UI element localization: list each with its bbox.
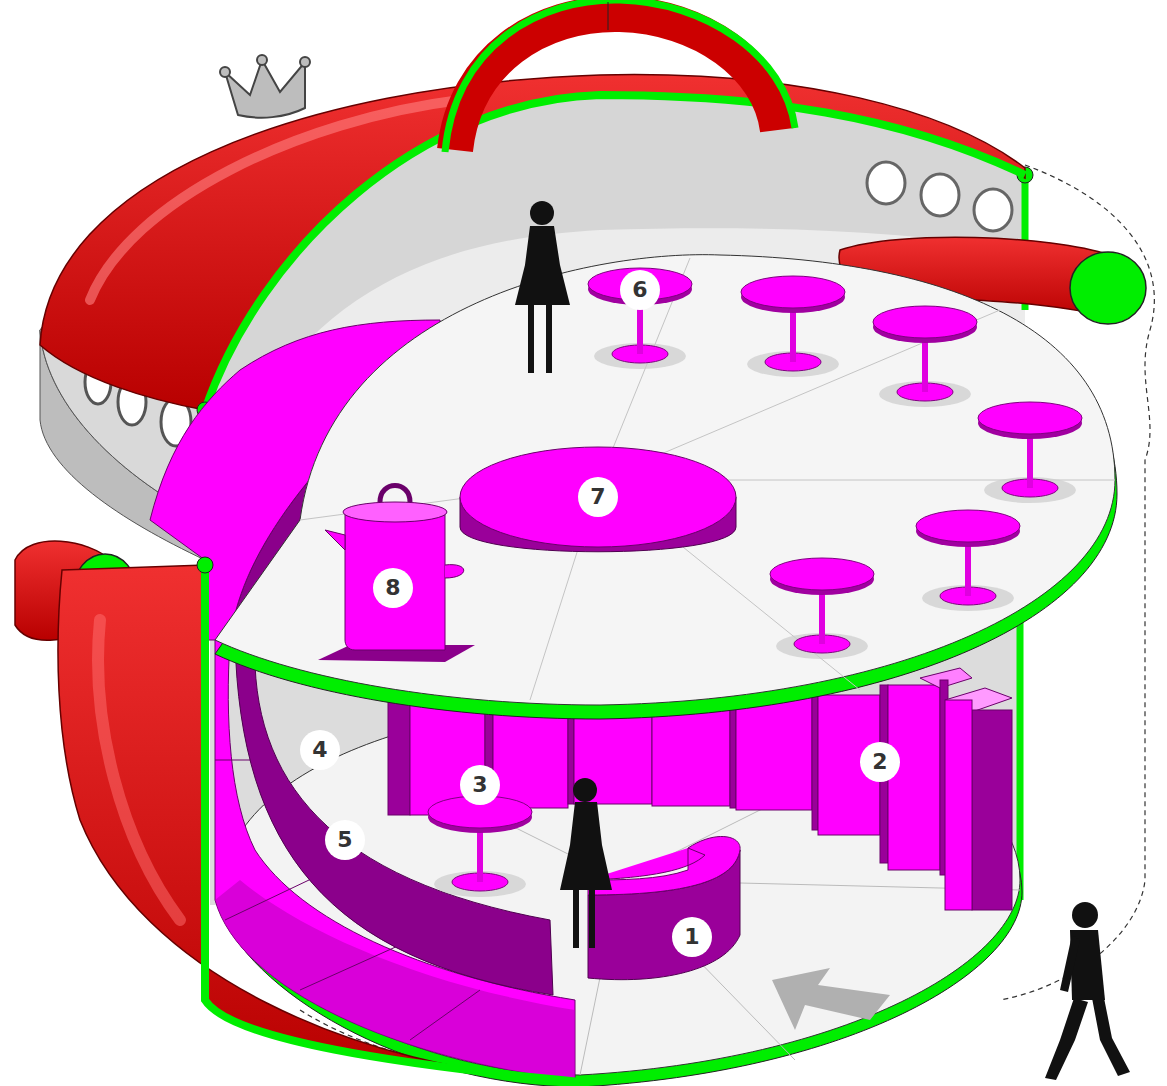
callout-number: 3 [460,765,500,805]
callout-number: 6 [620,270,660,310]
callout-number: 5 [325,820,365,860]
callout-number: 4 [300,730,340,770]
callout-number: 7 [578,477,618,517]
callout-number: 2 [860,742,900,782]
callout-number: 1 [672,917,712,957]
callout-number: 8 [373,568,413,608]
